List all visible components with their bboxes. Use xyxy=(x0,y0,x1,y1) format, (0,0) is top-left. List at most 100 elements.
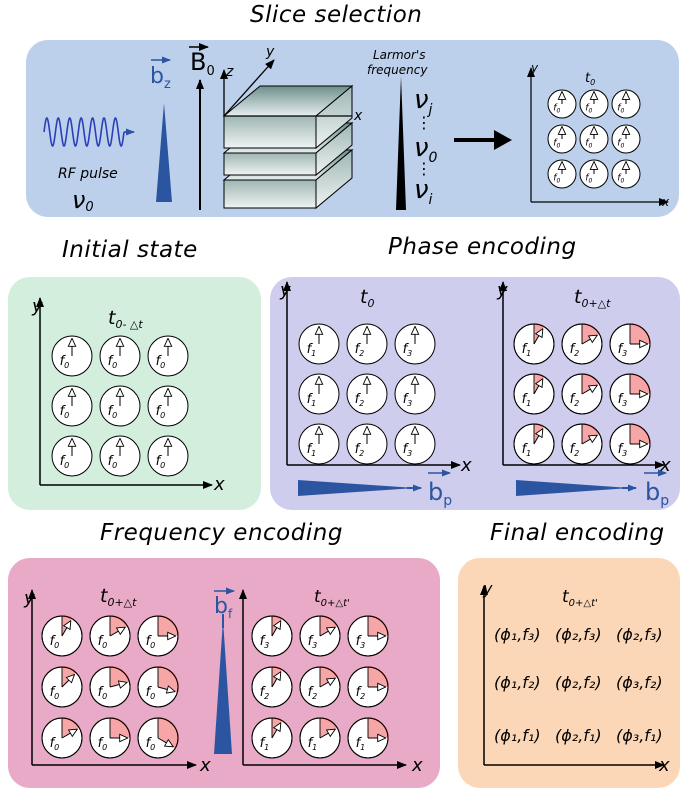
initial-x-label: x xyxy=(213,474,225,495)
spin-frequency-label: f3 xyxy=(403,342,413,358)
spin-frequency-label: f0 xyxy=(617,173,624,184)
final-encoding-panel xyxy=(458,558,680,788)
spin: f3 xyxy=(251,615,293,657)
rf-frequency: ν0 xyxy=(72,186,94,215)
spin: f0 xyxy=(611,159,641,189)
bf-label: bf xyxy=(214,594,233,621)
spin-frequency-label: f3 xyxy=(260,634,270,650)
spin: f3 xyxy=(299,615,341,657)
spin: f0 xyxy=(51,385,93,427)
spin-frequency-label: f1 xyxy=(307,392,317,408)
spin: f2 xyxy=(561,423,603,465)
final-encoding-table: (ϕ₁,f₃) (ϕ₂,f₃) (ϕ₂,f₃) (ϕ₁,f₂) (ϕ₂,f₂) … xyxy=(494,625,663,745)
spin-frequency-label: f2 xyxy=(570,342,580,358)
spin-frequency-label: f1 xyxy=(260,736,270,752)
spin: f0 xyxy=(51,335,93,377)
spin-frequency-label: f1 xyxy=(307,342,317,358)
bp-label-right: bp xyxy=(645,478,669,509)
spin: f2 xyxy=(251,666,293,708)
spin-frequency-label: f2 xyxy=(355,392,365,408)
phase-left-gradient: bp xyxy=(298,469,452,509)
dots-lower: ⋮ xyxy=(416,159,432,178)
final-axes: y x t0+△t' xyxy=(480,579,670,776)
bf-gradient-group: bf xyxy=(214,587,235,754)
spin: f1 xyxy=(299,717,341,759)
spin: f0 xyxy=(547,124,577,154)
frequency-encoding-title: Frequency encoding xyxy=(100,520,343,546)
spin: f1 xyxy=(513,423,555,465)
spin-frequency-label: f0 xyxy=(146,634,156,650)
spin-frequency-label: f3 xyxy=(308,634,318,650)
spin-frequency-label: f0 xyxy=(156,354,166,370)
spin: f0 xyxy=(579,124,609,154)
spin-frequency-label: f1 xyxy=(308,736,318,752)
phase-left-time: t0 xyxy=(360,286,374,310)
spin-frequency-label: f1 xyxy=(307,442,317,458)
spin-frequency-label: f0 xyxy=(108,354,118,370)
freq-right-x-label: x xyxy=(411,755,423,776)
final-cell: (ϕ₂,f₁) xyxy=(555,726,602,745)
spin-frequency-label: f3 xyxy=(356,634,366,650)
spin: f0 xyxy=(579,89,609,119)
spin-frequency-label: f0 xyxy=(553,138,560,149)
spin: f3 xyxy=(609,423,651,465)
slice-grid-axes: y x t0 xyxy=(527,61,670,209)
spin: f0 xyxy=(99,335,141,377)
bp-gradient-wedge-left xyxy=(298,480,415,496)
final-cell: (ϕ₂,f₃) xyxy=(616,625,663,644)
spin: f1 xyxy=(513,323,555,365)
spin-frequency-label: f0 xyxy=(60,354,70,370)
spin: f2 xyxy=(346,323,388,365)
spin-frequency-label: f0 xyxy=(60,454,70,470)
result-arrow xyxy=(454,130,512,150)
spin-frequency-label: f0 xyxy=(617,103,624,114)
initial-state-title: Initial state xyxy=(62,237,198,263)
spin: f1 xyxy=(298,323,340,365)
spin-frequency-label: f0 xyxy=(60,404,70,420)
spin: f2 xyxy=(561,323,603,365)
spin: f0 xyxy=(41,717,83,759)
spin: f1 xyxy=(298,373,340,415)
phase-right-time: t0+△t xyxy=(574,286,611,310)
spin-frequency-label: f2 xyxy=(308,685,318,701)
spin: f2 xyxy=(299,666,341,708)
bp-gradient-wedge-right xyxy=(516,480,630,496)
spin: f0 xyxy=(579,159,609,189)
spin-frequency-label: f2 xyxy=(570,392,580,408)
spin-frequency-label: f0 xyxy=(617,138,624,149)
spin: f0 xyxy=(137,717,179,759)
larmor-label-2: frequency xyxy=(367,63,428,77)
final-cell: (ϕ₃,f₁) xyxy=(616,726,663,745)
spin: f3 xyxy=(609,323,651,365)
slice-selection-title: Slice selection xyxy=(250,2,423,28)
larmor-label-1: Larmor's xyxy=(373,48,426,62)
phase-left-x-label: x xyxy=(460,455,472,476)
spin-frequency-label: f3 xyxy=(618,342,628,358)
final-encoding-title: Final encoding xyxy=(490,520,665,546)
spin: f3 xyxy=(347,615,389,657)
final-cell: (ϕ₂,f₂) xyxy=(555,673,602,692)
spin: f2 xyxy=(346,373,388,415)
spin-frequency-label: f0 xyxy=(50,634,60,650)
freq-left-axes: y x t0+△t xyxy=(23,585,211,776)
spin-frequency-label: f3 xyxy=(403,442,413,458)
spin: f0 xyxy=(89,615,131,657)
phase-left-y-label: y xyxy=(279,280,291,301)
spin-frequency-label: f0 xyxy=(146,685,156,701)
spin-frequency-label: f2 xyxy=(570,442,580,458)
spin-frequency-label: f1 xyxy=(522,342,532,358)
spin-frequency-label: f0 xyxy=(585,173,592,184)
spin-frequency-label: f0 xyxy=(50,685,60,701)
spin-frequency-label: f1 xyxy=(356,736,366,752)
spin-frequency-label: f0 xyxy=(585,103,592,114)
spin-frequency-label: f0 xyxy=(156,404,166,420)
larmor-wedge xyxy=(396,76,406,210)
bz-label: bz xyxy=(150,64,171,92)
axis-x-label: x xyxy=(353,108,363,124)
spin-frequency-label: f0 xyxy=(98,634,108,650)
spin: f1 xyxy=(347,717,389,759)
spin-frequency-label: f2 xyxy=(355,342,365,358)
spin-frequency-label: f0 xyxy=(50,736,60,752)
slice-grid-x-label: x xyxy=(661,195,670,209)
